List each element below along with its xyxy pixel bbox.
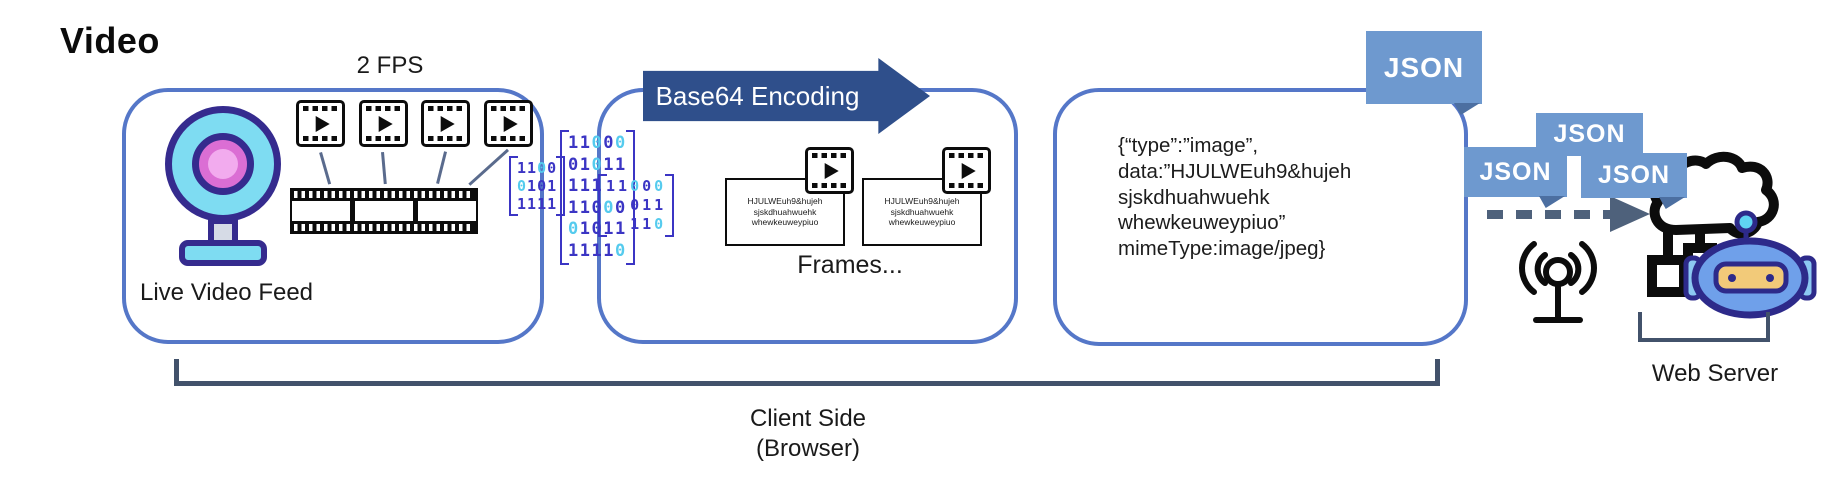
filmstrip-perforations [294, 191, 474, 198]
antenna-icon [1519, 241, 1597, 323]
page-title: Video [60, 20, 160, 61]
play-icon [503, 115, 518, 132]
film-frame-icon [421, 100, 470, 147]
live-video-feed-label: Live Video Feed [140, 279, 314, 306]
robot-visor [1713, 261, 1789, 294]
film-frame-icon [942, 147, 991, 194]
cloud-server-robot-icon [1647, 151, 1817, 319]
badge-fold-corner [1539, 196, 1565, 208]
json-badge: JSON [1464, 147, 1567, 208]
film-frame-icon [359, 100, 408, 147]
filmstrip-perforations [294, 224, 474, 231]
webcam-ring [192, 133, 254, 195]
play-icon [378, 115, 393, 132]
json-badge-label: JSON [1383, 51, 1465, 83]
robot-antenna-ball [1734, 210, 1758, 234]
dashed-request-line [1487, 210, 1613, 219]
json-badge-label: JSON [1597, 161, 1671, 189]
webcam-base [179, 240, 267, 266]
json-badge: JSON [1366, 31, 1482, 115]
filmstrip-frame [418, 201, 476, 221]
client-side-label: Client Side(Browser) [749, 405, 867, 462]
webcam-icon [164, 106, 282, 266]
json-badge-label: JSON [1553, 120, 1626, 148]
client-side-bracket [174, 359, 1440, 386]
film-frame-icon [296, 100, 345, 147]
film-frame-icon [484, 100, 533, 147]
server-node [1647, 255, 1689, 297]
live-video-feed-panel [122, 88, 544, 344]
frames-caption: Frames... [797, 251, 903, 279]
play-icon [824, 162, 839, 179]
robot-eye [1766, 274, 1774, 282]
filmstrip-icon [290, 188, 478, 234]
filmstrip-frame [292, 201, 350, 221]
play-icon [961, 162, 976, 179]
dashed-request-arrowhead [1610, 196, 1650, 232]
json-badge-label: JSON [1479, 157, 1552, 186]
web-server-bracket [1638, 312, 1770, 342]
base64-encoding-label: Base64 Encoding [655, 80, 860, 111]
filmstrip-frame [355, 201, 413, 221]
film-frame-icon [805, 147, 854, 194]
json-badge: JSON [1581, 153, 1687, 209]
web-server-label: Web Server [1651, 360, 1779, 387]
play-icon [440, 115, 455, 132]
fps-label: 2 FPS [356, 52, 424, 79]
webcam-body [165, 106, 281, 222]
json-payload-panel [1053, 88, 1468, 346]
webcam-lens [208, 149, 238, 179]
robot-eye [1728, 274, 1736, 282]
play-icon [315, 115, 330, 132]
